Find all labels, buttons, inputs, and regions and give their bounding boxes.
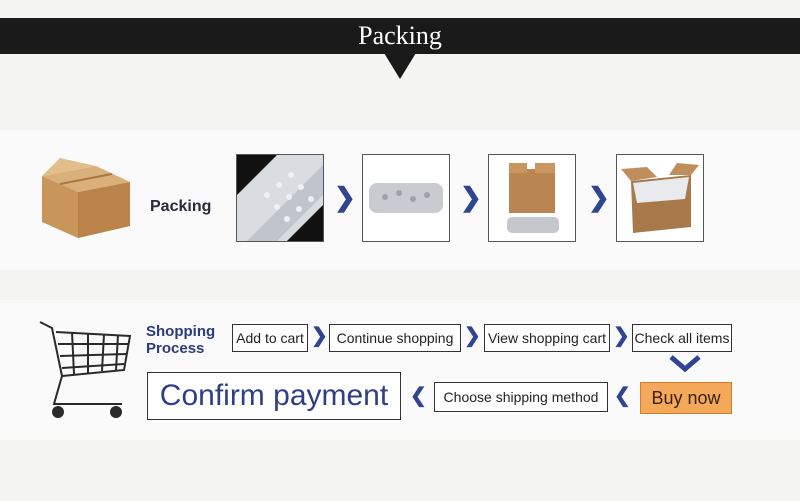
buy-now-step: Buy now xyxy=(640,382,732,414)
shopping-cart-icon xyxy=(36,318,136,427)
box-and-item-photo xyxy=(488,154,576,242)
bubble-wrap-photo xyxy=(236,154,324,242)
chevron-left-icon: ❮ xyxy=(410,385,427,407)
packing-label: Packing xyxy=(150,198,212,215)
banner-title: Packing xyxy=(358,21,442,50)
chevron-right-icon: ❯ xyxy=(588,182,610,212)
shopping-label-line2: Process xyxy=(146,340,205,357)
shopping-process-label: Shopping Process xyxy=(146,323,215,357)
packed-box-photo xyxy=(616,154,704,242)
choose-shipping-method-step: Choose shipping method xyxy=(434,382,608,412)
view-shopping-cart-step: View shopping cart xyxy=(484,324,610,352)
shopping-label-line1: Shopping xyxy=(146,323,216,340)
confirm-payment-step: Confirm payment xyxy=(147,372,401,420)
chevron-right-icon: ❯ xyxy=(460,182,482,212)
banner-notch xyxy=(384,53,416,79)
chevron-left-icon: ❮ xyxy=(614,385,631,407)
add-to-cart-step: Add to cart xyxy=(232,324,308,352)
banner-bar xyxy=(0,18,800,54)
cardboard-box-icon xyxy=(38,152,134,247)
chevron-right-icon: ❯ xyxy=(311,325,328,347)
chevron-down-icon xyxy=(668,354,702,379)
check-all-items-step: Check all items xyxy=(632,324,732,352)
wrapped-item-photo xyxy=(362,154,450,242)
chevron-right-icon: ❯ xyxy=(464,325,481,347)
chevron-right-icon: ❯ xyxy=(334,182,356,212)
chevron-right-icon: ❯ xyxy=(613,325,630,347)
continue-shopping-step: Continue shopping xyxy=(329,324,461,352)
